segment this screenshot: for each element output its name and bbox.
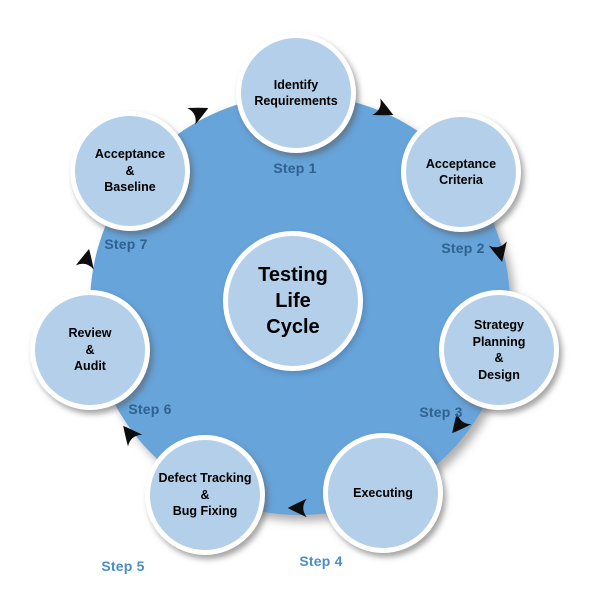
node-label: Review & Audit bbox=[68, 326, 112, 374]
node-label: Defect Tracking & Bug Fixing bbox=[158, 471, 252, 519]
step-label-1: Step 1 bbox=[273, 160, 317, 176]
node-label: Executing bbox=[353, 485, 413, 500]
node-strategy-planning-design: Strategy Planning & Design bbox=[439, 290, 559, 410]
center-label: Testing Life Cycle bbox=[258, 264, 328, 338]
step-label-3: Step 3 bbox=[419, 404, 463, 420]
flow-arrow-icon bbox=[368, 94, 403, 129]
step-label-6: Step 6 bbox=[128, 401, 172, 417]
node-label: Identify Requirements bbox=[254, 77, 338, 109]
flow-arrow-icon bbox=[183, 95, 218, 130]
node-label: Acceptance Criteria bbox=[425, 156, 497, 188]
node-defect-tracking-bug-fixing: Defect Tracking & Bug Fixing bbox=[145, 435, 265, 555]
node-acceptance-baseline: Acceptance & Baseline bbox=[70, 111, 190, 231]
node-executing: Executing bbox=[323, 433, 443, 553]
flow-arrow-icon bbox=[440, 408, 477, 445]
flow-arrow-icon bbox=[484, 237, 515, 268]
flow-arrow-icon bbox=[111, 415, 148, 452]
step-label-2: Step 2 bbox=[441, 240, 485, 256]
node-review-audit: Review & Audit bbox=[30, 290, 150, 410]
node-label: Acceptance & Baseline bbox=[94, 147, 166, 195]
node-identify-requirements: Identify Requirements bbox=[236, 33, 356, 153]
step-label-5: Step 5 bbox=[101, 558, 145, 574]
step-label-4: Step 4 bbox=[299, 553, 343, 569]
center-circle: Testing Life Cycle bbox=[223, 231, 363, 371]
node-label: Strategy Planning & Design bbox=[472, 318, 526, 382]
step-label-7: Step 7 bbox=[104, 236, 148, 252]
flow-arrow-icon bbox=[71, 242, 102, 273]
node-acceptance-criteria: Acceptance Criteria bbox=[401, 112, 521, 232]
flow-arrow-icon bbox=[284, 495, 310, 521]
